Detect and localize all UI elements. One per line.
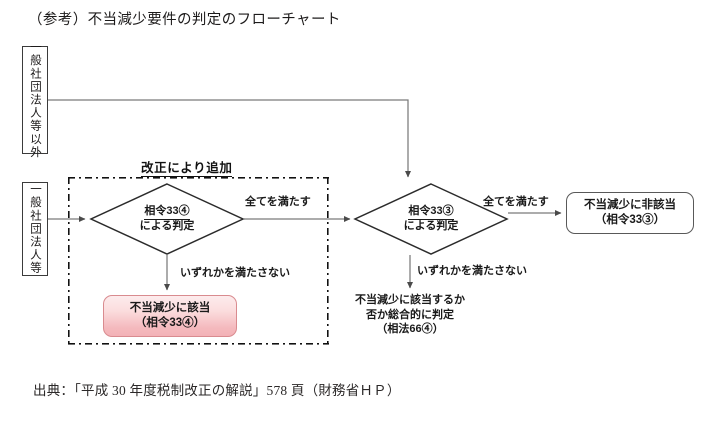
- edge-label-some-unsatisfied-2: いずれかを満たさない: [417, 265, 527, 277]
- page-title: （参考）不当減少要件の判定のフローチャート: [28, 12, 341, 28]
- judgement-note: 不当減少に該当するか 否か総合的に判定 （相法66④）: [340, 293, 480, 337]
- judgement-note-line1: 不当減少に該当するか: [355, 294, 465, 306]
- source-note: 出典：「平成 30 年度税制改正の解説」578 頁（財務省ＨＰ）: [33, 383, 401, 398]
- entry-box-inside-label: 一般社団法人等: [29, 183, 42, 275]
- judgement-note-line2: 否か総合的に判定: [366, 308, 454, 321]
- edge-label-some-unsatisfied-1: いずれかを満たさない: [180, 267, 290, 279]
- entry-box-outside-label: 一般社団法人等以外: [29, 41, 42, 159]
- result-gaitou-line1: 不当減少に該当: [129, 302, 211, 315]
- result-box-higaitou: 不当減少に非該当 （相令33③）: [566, 192, 694, 234]
- result-gaitou-line2: （相令33④）: [134, 317, 206, 329]
- entry-box-outside: 一般社団法人等以外: [22, 41, 48, 159]
- result-box-gaitou: 不当減少に該当 （相令33④）: [103, 295, 237, 337]
- amendment-caption: 改正により追加: [141, 157, 233, 177]
- edge-label-all-satisfied-2: 全てを満たす: [483, 196, 549, 208]
- result-higaitou-line2: （相令33③）: [594, 214, 666, 226]
- decision-diamond-left: 相令33④ による判定: [89, 183, 245, 255]
- result-higaitou-line1: 不当減少に非該当: [584, 199, 676, 212]
- edge-label-all-satisfied-1: 全てを満たす: [245, 196, 311, 208]
- entry-box-inside: 一般社団法人等: [22, 182, 48, 276]
- judgement-note-line3: （相法66④）: [376, 323, 444, 336]
